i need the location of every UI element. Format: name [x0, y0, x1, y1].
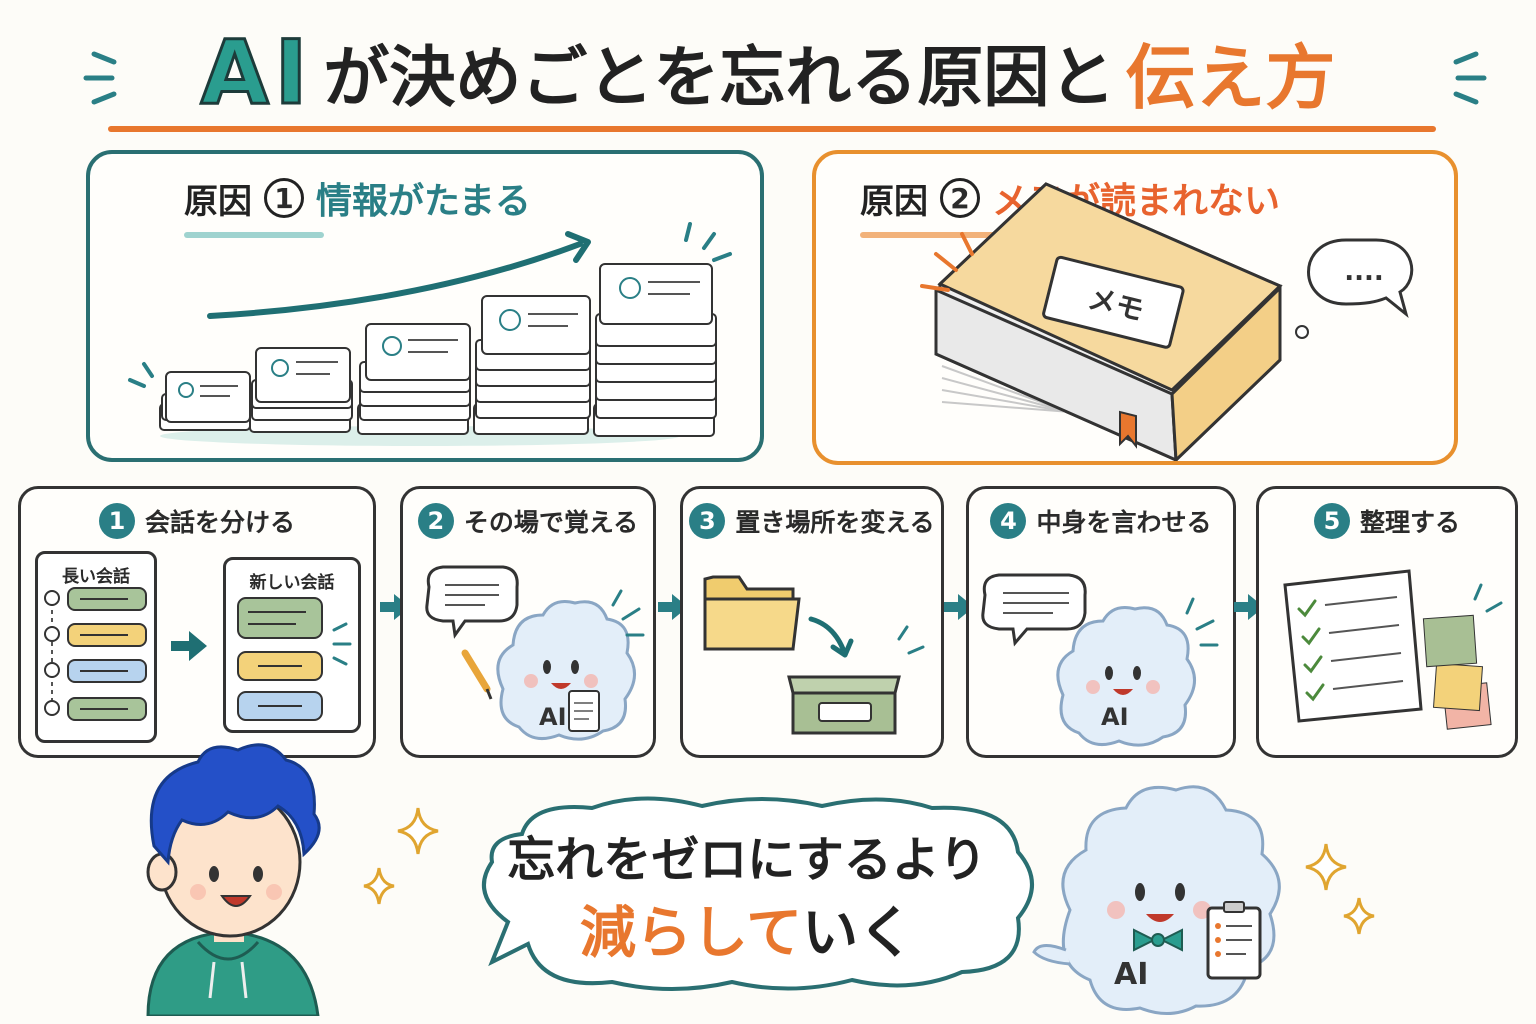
- arrow-right-icon: [658, 594, 688, 620]
- step-1-number: 1: [98, 503, 135, 539]
- step-3-label: 置き場所を変える: [735, 508, 935, 537]
- sparkle-icon: [363, 867, 395, 905]
- message-accent: 減らして: [579, 901, 803, 966]
- step-5-label: 整理する: [1359, 508, 1460, 537]
- step-2-heading: 2 その場で覚える: [403, 503, 653, 539]
- book-icon: メモ ....: [920, 182, 1414, 461]
- title-underline: [108, 126, 1436, 132]
- arrow-right-icon: [944, 594, 974, 620]
- step-5-panel: 5 整理する: [1256, 486, 1518, 758]
- step-4-label: 中身を言わせる: [1036, 508, 1212, 537]
- step-1-label: 会話を分ける: [144, 508, 295, 537]
- step-2-number: 2: [417, 503, 454, 539]
- mascot-ai-text: AI: [539, 703, 567, 731]
- message-line-1: 忘れをゼロにするより: [507, 832, 987, 888]
- arrow-right-icon: [171, 631, 207, 661]
- step-3-panel: 3 置き場所を変える: [680, 486, 944, 758]
- step-4-panel: 4 中身を言わせる AI: [966, 486, 1236, 758]
- step-5-number: 5: [1313, 503, 1350, 539]
- step-1-panel: 1 会話を分ける 長い会話 新しい会話: [18, 486, 376, 758]
- step-4-heading: 4 中身を言わせる: [969, 503, 1233, 539]
- arrow-right-icon: [380, 594, 410, 620]
- long-chat-panel: 長い会話: [35, 551, 157, 743]
- chat-bubble-icon: [425, 565, 519, 639]
- title-ai: AI: [199, 19, 314, 125]
- mascot-ai-text: AI: [1101, 703, 1129, 731]
- cause-2-label: 原因: [860, 181, 928, 222]
- cause-1-underline: [184, 232, 324, 238]
- cause-2-underline: [860, 232, 1006, 238]
- chat-bubble-icon: [981, 573, 1087, 647]
- message-rest: いく: [802, 901, 915, 966]
- ai-mascot-memorizing: AI: [425, 565, 645, 741]
- step-2-panel: 2 その場で覚える AI: [400, 486, 656, 758]
- cause-2-number: 2: [940, 178, 980, 218]
- new-chat-messages: [237, 597, 352, 721]
- step-5-heading: 5 整理する: [1259, 503, 1515, 539]
- arrow-right-icon: [1234, 594, 1264, 620]
- page-title: AI が決めごとを忘れる原因と 伝え方: [0, 19, 1536, 125]
- cause-1-text: 情報がたまる: [316, 181, 531, 222]
- folder-to-box-illustration: [703, 575, 925, 735]
- step-4-number: 4: [990, 503, 1027, 539]
- thought-dots: ....: [1344, 257, 1384, 287]
- pencil-icon: [461, 649, 491, 693]
- step-2-label: その場で覚える: [463, 508, 639, 537]
- bowtie-icon: [1133, 928, 1183, 952]
- title-main: が決めごとを忘れる原因と: [323, 39, 1116, 116]
- title-accent: 伝え方: [1125, 36, 1336, 119]
- cause-2-panel: 原因 2 メモが読まれない メモ ....: [812, 150, 1458, 465]
- mascot-ai-text: AI: [1114, 957, 1148, 992]
- sparkle-icon: [397, 807, 439, 855]
- stacking-cards-illustration: [128, 222, 732, 446]
- sparkle-icon: [1305, 843, 1347, 891]
- ai-mascot-speaking: AI: [981, 573, 1219, 747]
- step-3-heading: 3 置き場所を変える: [683, 503, 941, 539]
- long-chat-messages: [44, 587, 147, 721]
- sparkle-icon: [83, 51, 117, 105]
- sparkle-icon: [1453, 51, 1487, 105]
- new-chat-panel: 新しい会話: [223, 557, 361, 733]
- cause-1-number: 1: [264, 178, 304, 218]
- cause-1-panel: 原因 1 情報がたまる: [86, 150, 764, 462]
- speech-bubble: [482, 796, 1034, 991]
- step-3-number: 3: [689, 503, 726, 539]
- cause-1-heading: 原因 1 情報がたまる: [184, 172, 531, 224]
- clipboard-icon: [1206, 901, 1262, 980]
- long-chat-label: 長い会話: [62, 567, 130, 587]
- checklist-icon: [1283, 569, 1503, 730]
- cause-1-label: 原因: [184, 181, 252, 222]
- message-line-2: 減らしていく: [452, 888, 1042, 969]
- step-1-heading: 1 会話を分ける: [21, 503, 373, 539]
- sparkle-icon: [1343, 897, 1375, 935]
- boy-character: [146, 743, 321, 1016]
- new-chat-label: 新しい会話: [249, 573, 335, 593]
- ai-mascot: AI: [1032, 785, 1281, 1015]
- thought-bubble-icon: [1307, 238, 1414, 319]
